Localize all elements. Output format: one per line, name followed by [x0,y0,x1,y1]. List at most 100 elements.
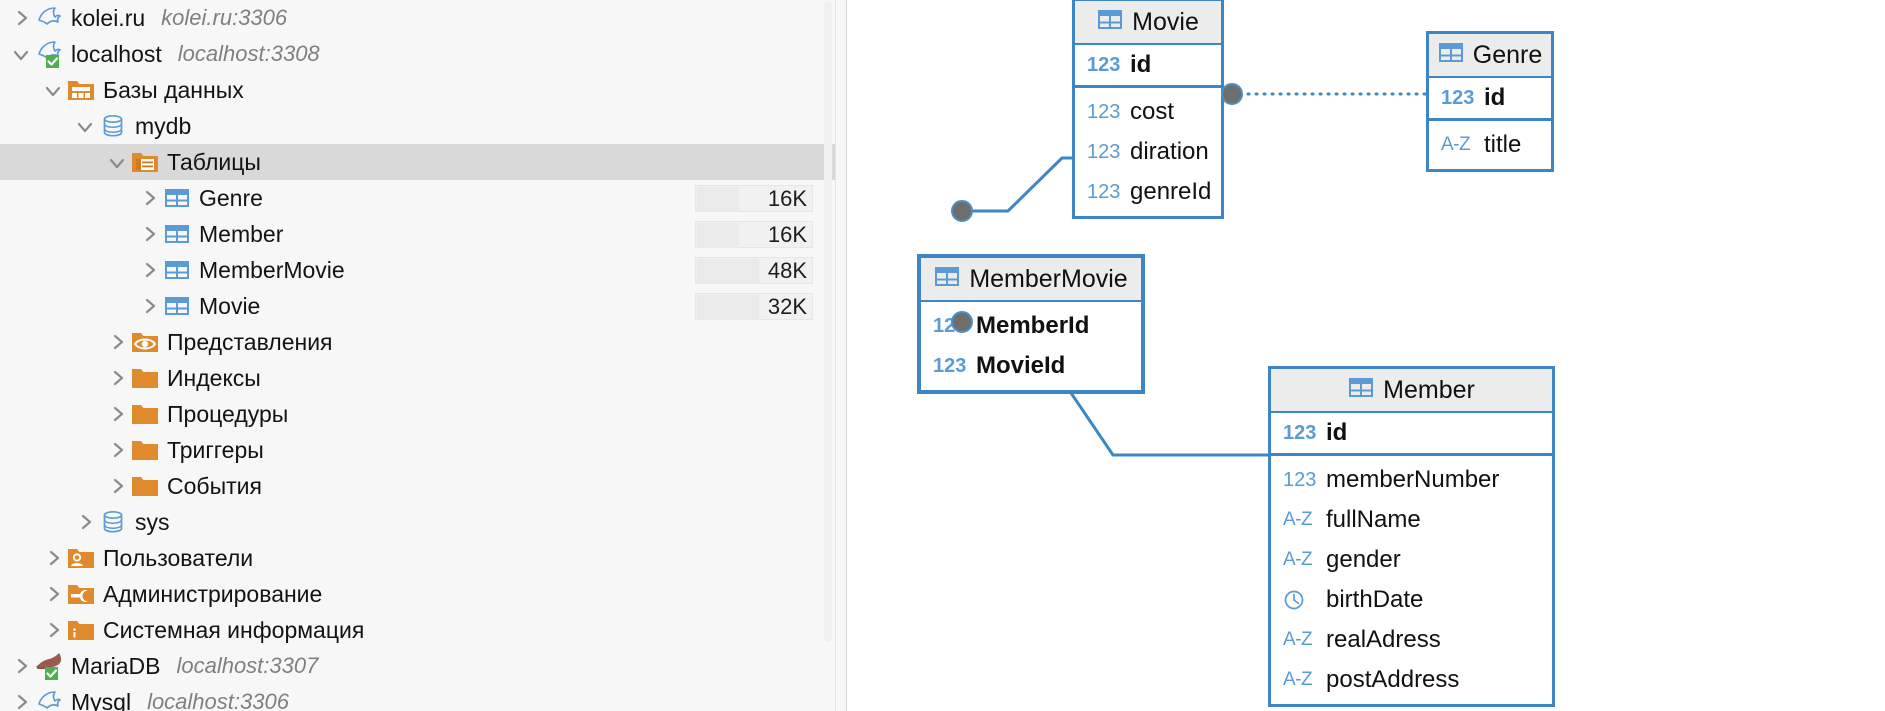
membermovie-top-anchor[interactable] [951,200,973,222]
chevron-right-icon[interactable] [8,684,34,711]
chevron-down-icon[interactable] [8,36,34,72]
text-type-icon: A-Z [1441,134,1471,155]
er-column[interactable]: 123 id [1271,413,1552,453]
er-table-header[interactable]: Movie [1075,1,1221,45]
tree-vertical-scrollbar[interactable] [823,0,833,711]
chevron-right-icon[interactable] [136,180,162,216]
tree-row-label: Пользователи [103,544,254,571]
tree-row-movie[interactable]: Movie 32K [0,288,835,324]
tree-row-представления[interactable]: Представления [0,324,835,360]
tree-row-процедуры[interactable]: Процедуры [0,396,835,432]
folder-icon [130,435,160,465]
chevron-right-icon[interactable] [40,612,66,648]
tree-row-membermovie[interactable]: MemberMovie 48K [0,252,835,288]
chevron-right-icon[interactable] [8,0,34,36]
chevron-right-icon[interactable] [104,468,130,504]
movie-right-anchor[interactable] [1221,83,1243,105]
er-table-header[interactable]: MemberMovie [921,258,1141,302]
chevron-right-icon[interactable] [40,576,66,612]
tree-row-host-port: localhost:3307 [176,653,319,678]
er-column-name: id [1326,419,1348,446]
chevron-right-icon[interactable] [136,252,162,288]
tree-row-базы-данных[interactable]: Базы данных [0,72,835,108]
chevron-down-icon[interactable] [72,108,98,144]
tree-row-индексы[interactable]: Индексы [0,360,835,396]
tree-row-события[interactable]: События [0,468,835,504]
table-size-text: 32K [767,293,807,319]
folder-icon [130,399,160,429]
tree-row-пользователи[interactable]: Пользователи [0,540,835,576]
tree-scrollbar-thumb[interactable] [824,2,832,642]
er-column[interactable]: birthDate [1271,580,1552,620]
table-size-text: 48K [767,257,807,283]
edge-membermovie-movie[interactable] [962,156,1072,213]
tree-row-label: MemberMovie [199,256,345,283]
tree-row-sys[interactable]: sys [0,504,835,540]
chevron-right-icon[interactable] [40,540,66,576]
number-type-icon: 123 [1283,421,1317,444]
chevron-right-icon[interactable] [104,396,130,432]
table-icon [162,183,192,213]
text-type-icon: A-Z [1283,509,1313,530]
databases-folder-icon [66,75,96,105]
tree-row-label: Movie [199,292,261,319]
chevron-right-icon[interactable] [104,360,130,396]
chevron-right-icon[interactable] [104,324,130,360]
chevron-down-icon[interactable] [40,72,66,108]
table-icon [162,219,192,249]
chevron-down-icon[interactable] [104,144,130,180]
tree-row-mydb[interactable]: mydb [0,108,835,144]
mariadb-seal-connected-icon [34,651,64,681]
er-table-header[interactable]: Genre [1429,34,1551,78]
tree-row-триггеры[interactable]: Триггеры [0,432,835,468]
tree-row-label: Member [199,220,284,247]
number-type-icon: 123 [933,354,967,377]
er-table-header[interactable]: Member [1271,369,1552,413]
membermovie-bottom-anchor[interactable] [951,311,973,333]
tree-row-label: Базы данных [103,76,244,103]
panel-splitter[interactable] [835,0,847,711]
table-size-text: 16K [767,221,807,247]
tree-row-таблицы[interactable]: Таблицы [0,144,835,180]
chevron-right-icon[interactable] [136,288,162,324]
chevron-right-icon[interactable] [72,504,98,540]
tree-row-label: Представления [167,328,333,355]
table-icon [162,291,192,321]
chevron-right-icon[interactable] [104,432,130,468]
tree-row-администрирование[interactable]: Администрирование [0,576,835,612]
table-icon [934,266,960,293]
table-icon [162,255,192,285]
tree-row-системная-информация[interactable]: Системная информация [0,612,835,648]
chevron-right-icon[interactable] [8,648,34,684]
er-column-name: genreId [1130,178,1212,205]
tree-row-label: Mysql [71,688,132,711]
tree-row-member[interactable]: Member 16K [0,216,835,252]
chevron-right-icon[interactable] [136,216,162,252]
number-type-icon: 123 [1087,53,1121,76]
